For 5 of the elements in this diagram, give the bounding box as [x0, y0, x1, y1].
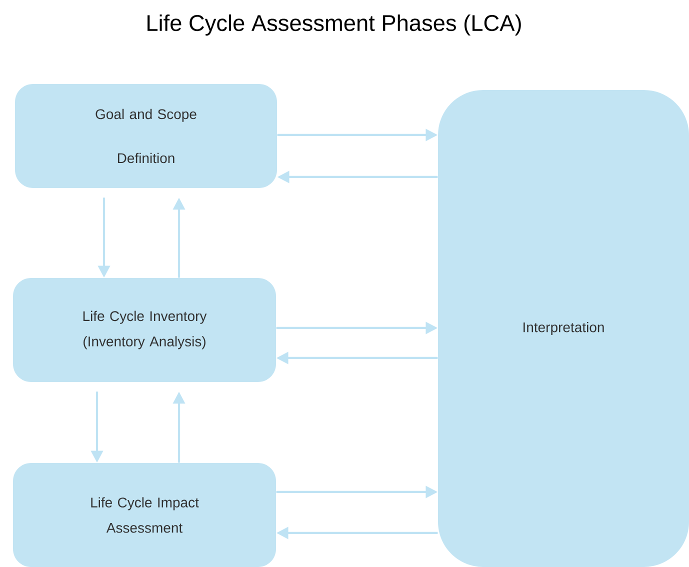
- interpretation-box: Interpretation: [438, 90, 689, 567]
- phase-box: Goal and Scope Definition: [15, 84, 277, 188]
- phase-box: Life Cycle Inventory (Inventory Analysis): [13, 278, 276, 382]
- title: Life Cycle Assessment Phases (LCA): [148, 14, 521, 36]
- phase-box: Life Cycle Impact Assessment: [13, 463, 276, 567]
